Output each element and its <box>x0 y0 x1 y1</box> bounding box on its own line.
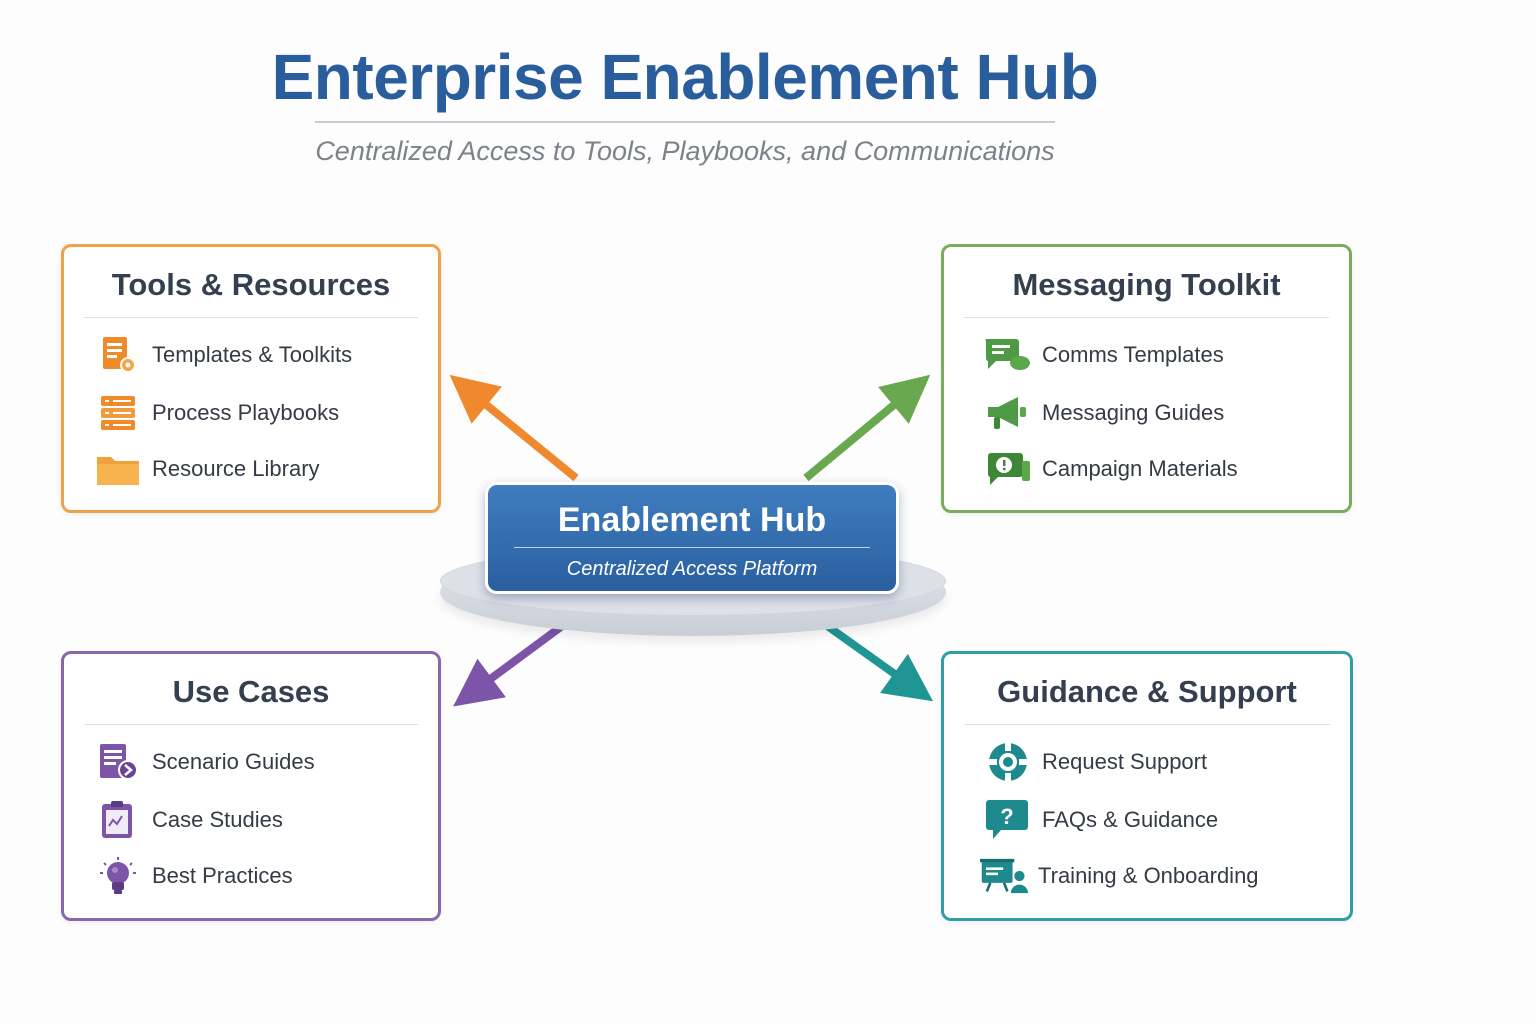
card-title: Messaging Toolkit <box>1012 267 1281 302</box>
hub-subtitle: Centralized Access Platform <box>566 558 818 580</box>
card-title: Use Cases <box>172 674 330 709</box>
page-subtitle: Centralized Access to Tools, Playbooks, … <box>315 136 1055 166</box>
item-label: Messaging Guides <box>1042 400 1225 425</box>
comms-templates-item[interactable]: Comms Templates <box>984 333 1224 377</box>
item-label: Process Playbooks <box>152 400 340 425</box>
messaging-guides-item[interactable]: Messaging Guides <box>984 391 1224 435</box>
templates-toolkits-item[interactable]: Templates & Toolkits <box>94 333 352 377</box>
arrow-to-messaging <box>803 374 931 482</box>
arrow-to-tools <box>449 374 579 482</box>
presentation-icon <box>980 854 1028 898</box>
enablement-hub-node[interactable]: Enablement Hub Centralized Access Platfo… <box>485 482 899 594</box>
document-arrow-icon <box>94 740 142 784</box>
item-label: Case Studies <box>152 807 283 832</box>
item-label: Best Practices <box>152 863 293 888</box>
card-divider <box>964 317 1329 318</box>
best-practices-item[interactable]: Best Practices <box>94 854 293 898</box>
faqs-guidance-item[interactable]: ? FAQs & Guidance <box>984 798 1218 842</box>
lightbulb-icon <box>94 854 142 898</box>
folder-icon <box>94 447 142 491</box>
clipboard-icon <box>94 798 142 842</box>
case-studies-item[interactable]: Case Studies <box>94 798 283 842</box>
scenario-guides-item[interactable]: Scenario Guides <box>94 740 315 784</box>
item-label: Scenario Guides <box>152 749 315 774</box>
card-title: Tools & Resources <box>111 267 391 302</box>
title-divider <box>315 121 1055 123</box>
megaphone-icon <box>984 391 1032 435</box>
chat-bubbles-icon <box>984 333 1032 377</box>
hub-divider <box>514 547 870 548</box>
question-bubble-icon: ? <box>984 798 1032 842</box>
alert-chat-icon <box>984 447 1032 491</box>
card-title: Guidance & Support <box>997 674 1297 709</box>
document-gear-icon <box>94 333 142 377</box>
item-label: Resource Library <box>152 456 320 481</box>
stacked-list-icon <box>94 391 142 435</box>
process-playbooks-item[interactable]: Process Playbooks <box>94 391 339 435</box>
tools-resources-card: Tools & Resources Templates & Toolkits <box>61 244 441 513</box>
guidance-support-card: Guidance & Support Request Support ? FAQ… <box>941 651 1353 921</box>
item-label: Comms Templates <box>1042 342 1224 367</box>
item-label: Request Support <box>1042 749 1208 774</box>
messaging-toolkit-card: Messaging Toolkit Comms Templates Messag… <box>941 244 1352 513</box>
campaign-materials-item[interactable]: Campaign Materials <box>984 447 1238 491</box>
card-divider <box>84 317 418 318</box>
item-label: FAQs & Guidance <box>1042 807 1219 832</box>
svg-text:?: ? <box>1000 804 1013 829</box>
resource-library-item[interactable]: Resource Library <box>94 447 320 491</box>
hub-title: Enablement Hub <box>557 501 827 539</box>
request-support-item[interactable]: Request Support <box>984 740 1207 784</box>
training-onboarding-item[interactable]: Training & Onboarding <box>980 854 1259 898</box>
item-label: Training & Onboarding <box>1038 863 1259 888</box>
page-title: Enterprise Enablement Hub <box>271 41 1099 113</box>
item-label: Templates & Toolkits <box>152 342 353 367</box>
card-divider <box>964 724 1330 725</box>
card-divider <box>84 724 418 725</box>
lifebuoy-icon <box>984 740 1032 784</box>
use-cases-card: Use Cases Scenario Guides Case Studies <box>61 651 441 921</box>
item-label: Campaign Materials <box>1042 456 1238 481</box>
